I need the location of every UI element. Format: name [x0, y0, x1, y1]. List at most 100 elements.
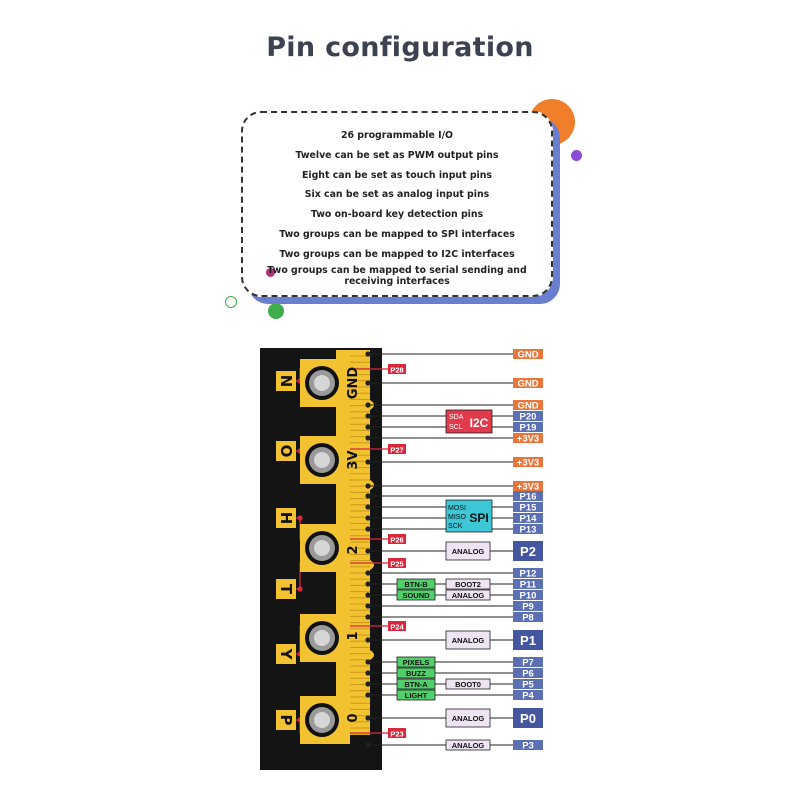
pin-label-text: P9 [522, 602, 534, 613]
pin-label-text: P2 [520, 544, 536, 559]
p-label-text: P28 [390, 365, 403, 374]
buzz-label: BUZZ [406, 669, 426, 678]
pad-hole-center [314, 375, 330, 391]
feature-item: Twelve can be set as PWM output pins [295, 149, 499, 161]
pad-letter-bg [276, 371, 296, 391]
pin-label-box [513, 457, 543, 467]
pad-letter: Y [277, 648, 295, 661]
pin-label-text: P7 [522, 658, 534, 669]
pad-letter-bg [276, 441, 296, 461]
boot2-box [445, 578, 491, 590]
pad-letter-bg [276, 710, 296, 730]
feature-item: Two groups can be mapped to SPI interfac… [279, 228, 515, 240]
pin-label-text: P11 [520, 580, 537, 591]
pin-label-box [513, 400, 543, 410]
feature-item: Two groups can be mapped to I2C interfac… [279, 248, 515, 260]
trace-joint [365, 493, 371, 499]
i2c-label: I2C [470, 416, 489, 430]
pin-label-box [513, 579, 543, 589]
pad-letter: P [277, 715, 295, 726]
trace-joint [365, 637, 371, 643]
pin-label-box [513, 630, 543, 650]
trace-joint [365, 351, 371, 357]
pin-label-box [513, 657, 543, 667]
feature-item: Eight can be set as touch input pins [301, 169, 493, 181]
analog-box [445, 630, 491, 650]
feature-card [241, 111, 553, 297]
pin-label-box [513, 524, 543, 534]
pin-label-text: P0 [520, 711, 536, 726]
trace-joint [365, 515, 371, 521]
pin-label-box [513, 411, 543, 421]
pin-label-box [513, 378, 543, 388]
analog-box [445, 708, 491, 728]
feature-item: 26 programmable I/O [340, 130, 454, 141]
trace-joint [365, 413, 371, 419]
edge-label: 1 [346, 631, 361, 640]
pin-label-box [513, 481, 543, 491]
pin-label-box [513, 491, 543, 501]
analog-label: ANALOG [452, 714, 485, 723]
trace-joint [365, 402, 371, 408]
pin-label-box [513, 679, 543, 689]
pin-label-text: GND [517, 379, 538, 390]
trace-joint [365, 459, 371, 465]
i2c-line: SDA [449, 414, 464, 421]
edge-label: 2 [346, 545, 361, 554]
trace-joint [365, 483, 371, 489]
feature-list: 26 programmable I/O Twelve can be set as… [241, 126, 553, 287]
pad-hole-center [314, 452, 330, 468]
analog-label: ANALOG [452, 741, 485, 750]
trace-joint [365, 603, 371, 609]
pin-label-text: P10 [520, 591, 537, 602]
pixels-label: PIXELS [403, 658, 430, 667]
trace-joint [365, 570, 371, 576]
pad-letter: N [277, 375, 295, 388]
pin-label-text: P5 [522, 680, 534, 691]
btn-a-label: BTN-A [404, 680, 428, 689]
purple-dot-decoration [571, 150, 582, 161]
p-trace-joint [297, 515, 303, 521]
pin-labels: GNDGNDGNDP20P19+3V3+3V3+3V3P16P15P14P13P… [388, 349, 543, 752]
pin-label-box [513, 502, 543, 512]
i2c-line: SCL [449, 424, 463, 431]
small-purple-dot-decoration [266, 268, 275, 277]
boot0-box [445, 678, 491, 690]
edge-fingers [350, 355, 370, 735]
trace-joint [365, 681, 371, 687]
pin-label-box [513, 433, 543, 443]
pin-label-text: P15 [520, 503, 538, 514]
boot0-label: BOOT0 [455, 680, 481, 689]
pin-label-text: P20 [520, 412, 537, 423]
p-label-text: P27 [390, 445, 403, 454]
feature-item: Two on-board key detection pins [310, 209, 484, 221]
light-box [396, 689, 436, 701]
trace-joint [365, 548, 371, 554]
edge-label: GND [346, 367, 361, 400]
p-label-text: P24 [390, 622, 404, 631]
trace-joint [365, 614, 371, 620]
analog-box [445, 589, 491, 601]
trace-joint [365, 504, 371, 510]
outline-circle-decoration [225, 296, 237, 308]
spi-line: MISO [448, 514, 466, 521]
page-title: Pin configuration [266, 32, 534, 63]
p-label-box [388, 621, 406, 631]
pin-label-text: P12 [520, 569, 537, 580]
trace-joint [365, 715, 371, 721]
analog-label: ANALOG [452, 636, 485, 645]
pin-label-text: +3V3 [517, 458, 539, 469]
pin-label-text: +3V3 [517, 434, 539, 445]
pixels-box [396, 656, 436, 668]
pin-label-box [513, 708, 543, 728]
pin-label-box [513, 568, 543, 578]
buzz-box [396, 667, 436, 679]
analog-label: ANALOG [452, 547, 485, 556]
pad-hole-center [314, 540, 330, 556]
p-trace-joint [297, 586, 303, 592]
pad-hole-center [314, 630, 330, 646]
btn-a-box [396, 678, 436, 690]
pin-label-box [513, 422, 543, 432]
